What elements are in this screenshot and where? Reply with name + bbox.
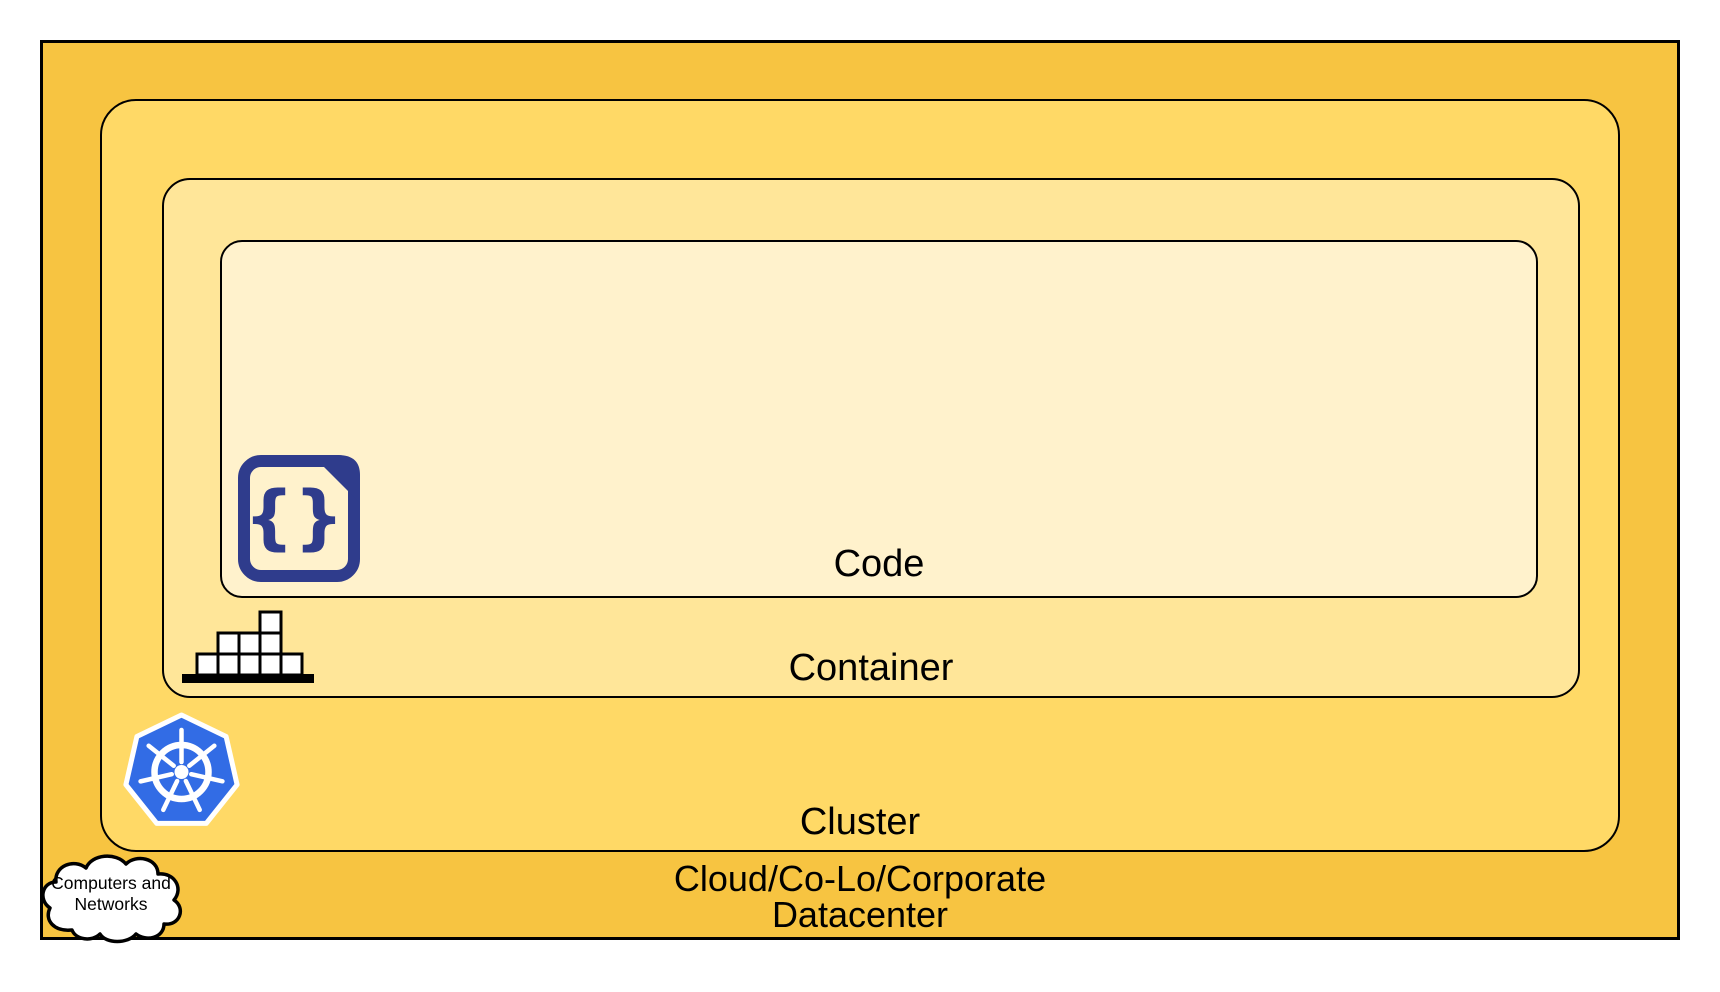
code-braces-glyph: {} [244, 476, 344, 558]
cloud-callout-line1: Computers and [51, 873, 171, 893]
code-file-icon: {} [238, 455, 360, 582]
cluster-label: Cluster [799, 801, 921, 843]
layer-code: Code [220, 240, 1538, 598]
container-label: Container [788, 647, 954, 689]
datacenter-label-line2: Datacenter [771, 894, 949, 935]
cloud-icon [41, 854, 183, 944]
datacenter-label: Cloud/Co-Lo/Corporate Datacenter [674, 861, 1046, 933]
code-label: Code [833, 543, 925, 585]
container-bricks-icon [182, 610, 314, 683]
datacenter-label-line1: Cloud/Co-Lo/Corporate [673, 858, 1047, 899]
kubernetes-helm-icon [123, 712, 240, 826]
cloud-callout-line2: Networks [74, 894, 148, 914]
cloud-callout-label: Computers and Networks [36, 850, 186, 946]
